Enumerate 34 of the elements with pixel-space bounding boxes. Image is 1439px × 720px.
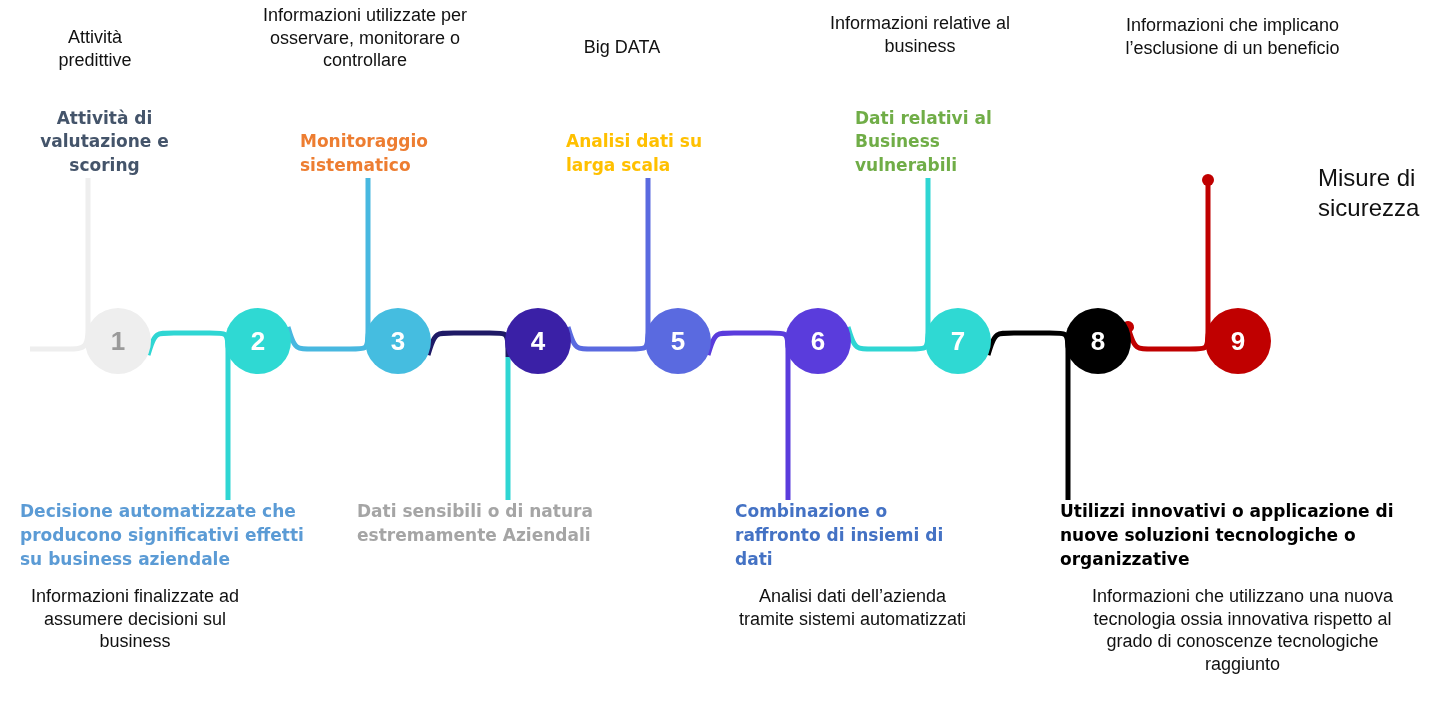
step-title: Utilizzi innovativi o applicazione di nuove soluzioni tecnologiche o organizzative xyxy=(1060,500,1395,571)
step-description: Attività predittive xyxy=(57,26,133,71)
step-description: Informazioni che utilizzano una nuova tecnologia ossia innovativa rispetto al grado di conoscenze tecnologiche raggiunto xyxy=(1090,585,1395,676)
step-title: Analisi dati su larga scala xyxy=(566,130,703,178)
connector-stem xyxy=(225,357,231,500)
step-description: Informazioni utilizzate per osservare, monitorare o controllare xyxy=(261,4,469,72)
connector-stem xyxy=(365,178,371,325)
step-number: 2 xyxy=(250,325,266,357)
step-description: Big DATA xyxy=(582,36,662,59)
step-title: Attività di valutazione e scoring xyxy=(39,106,170,178)
step-number: 1 xyxy=(110,325,126,357)
step-number: 3 xyxy=(390,325,406,357)
connector-stem xyxy=(925,178,931,325)
step-description: Analisi dati dell’azienda tramite sistemi automatizzati xyxy=(737,585,968,631)
step-number: 9 xyxy=(1230,325,1246,357)
connector-stem xyxy=(505,357,511,500)
step-description: Informazioni che implicano l’esclusione di un beneficio xyxy=(1124,14,1341,59)
connector-stem xyxy=(1065,357,1071,500)
step-title: Dati sensibili o di natura estremamente Aziendali xyxy=(357,500,594,547)
step-number: 4 xyxy=(530,325,546,357)
step-number: 6 xyxy=(810,325,826,357)
side-heading: Misure di sicurezza xyxy=(1318,163,1421,223)
step-number: 5 xyxy=(670,325,686,357)
connector-stem xyxy=(645,178,651,325)
step-number: 8 xyxy=(1090,325,1106,357)
connector-stem xyxy=(785,357,791,500)
connector-stem xyxy=(1202,174,1214,325)
step-title: Decisione automatizzate che producono significativi effetti su business aziendale xyxy=(20,500,305,571)
step-title: Monitoraggio sistematico xyxy=(300,130,430,178)
step-title: Dati relativi al Business vulnerabili xyxy=(855,106,993,178)
step-title: Combinazione o raffronto di insiemi di dati xyxy=(735,500,945,571)
step-number: 7 xyxy=(950,325,966,357)
step-description: Informazioni finalizzate ad assumere decisioni sul business xyxy=(29,585,241,653)
step-description: Informazioni relative al business xyxy=(828,12,1012,57)
